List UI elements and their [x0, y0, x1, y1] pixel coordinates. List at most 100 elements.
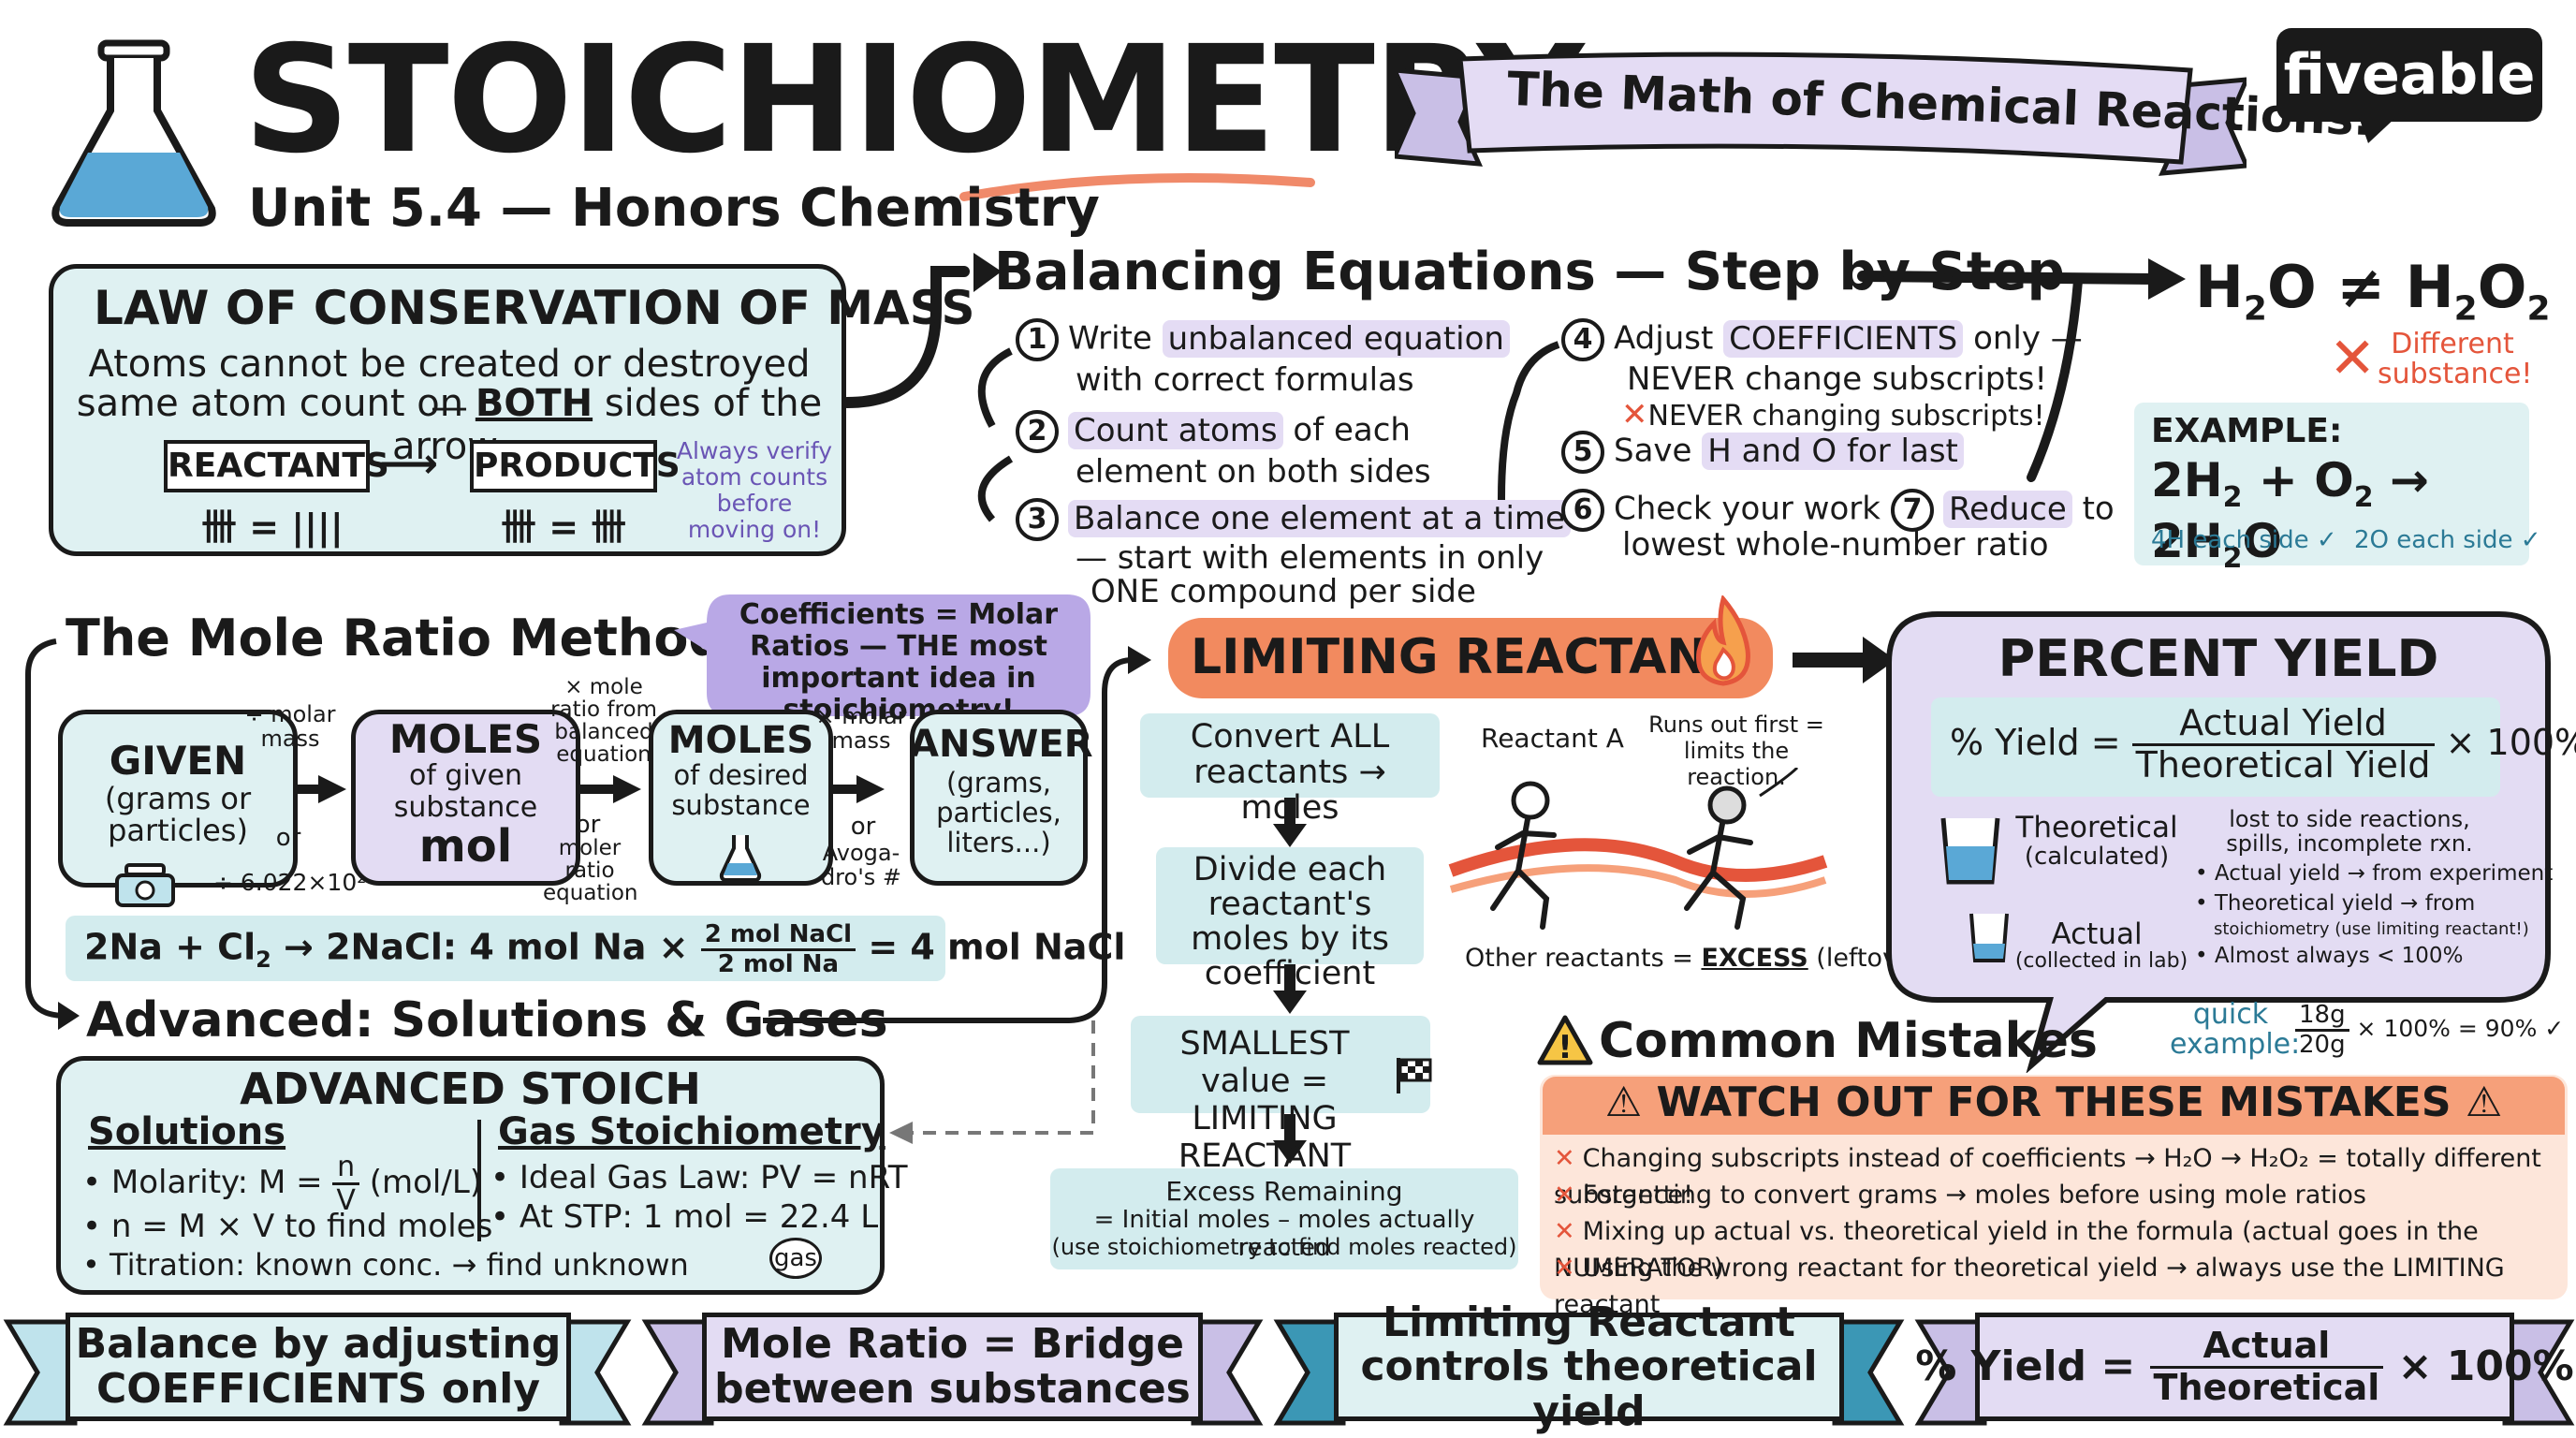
tally-left: 卌 = ||||	[201, 506, 344, 548]
gas-tag: gas	[769, 1238, 822, 1279]
given-label: GIVEN	[109, 738, 247, 784]
arrow-icon: ⟶	[379, 440, 439, 488]
warning-icon: ⚠	[2451, 1078, 2503, 1126]
example-left-check: 4H each side ✓	[2151, 526, 2337, 554]
excess-line1: = Initial moles – moles actually reacted	[1093, 1206, 1475, 1262]
example-label: EXAMPLE:	[2151, 412, 2343, 450]
beaker-theoretical-icon	[1938, 813, 2003, 891]
n-line: • n = M × V to find moles	[82, 1208, 493, 1245]
op-or: or	[575, 811, 601, 839]
step-number: 5	[1561, 431, 1604, 474]
page-title: STOICHIOMETRY	[243, 14, 1584, 186]
different-substance-note: Different substance!	[2378, 328, 2533, 390]
products-label: PRODUCTS	[470, 440, 681, 492]
step-number: 3	[1016, 498, 1059, 541]
reactant-a-label: Reactant A	[1481, 723, 1624, 754]
given-box	[58, 710, 298, 888]
arrow-step-1-2	[977, 347, 1013, 428]
theoretical-sub: (calculated)	[2024, 843, 2170, 871]
x-icon: ✕	[2329, 326, 2377, 391]
molar-ratio-bubble: Coefficients = Molar Ratios — THE most i…	[739, 598, 1059, 726]
advanced-box	[56, 1056, 885, 1295]
x-icon: ✕	[1554, 1181, 1575, 1210]
mole-ratio-title: The Mole Ratio Method	[66, 609, 725, 668]
balancing-title: Balancing Equations — Step by Step	[994, 242, 2065, 302]
moles-given-label: MOLES	[388, 716, 543, 762]
answer-label: ANSWER	[910, 723, 1093, 766]
percent-title: PERCENT YIELD	[1998, 629, 2439, 688]
small-flask-icon	[719, 831, 762, 886]
op-mole-ratio: × mole ratio from balanced equation	[550, 675, 657, 767]
excess-line2: (use stoichiometry to find moles reacted…	[1051, 1234, 1517, 1260]
molar-ratio-bubble-shape	[674, 594, 1090, 716]
runs-out-note: Runs out first = limits the reaction.	[1648, 712, 1824, 790]
step-number: 7	[1891, 489, 1934, 532]
advanced-divider	[477, 1120, 481, 1241]
beaker-actual-icon	[1968, 910, 2011, 968]
footer-banner-coefficients: Balance by adjusting COEFFICIENTS only	[66, 1313, 571, 1421]
mistake-item: ✕Using the wrong reactant for theoretica…	[1554, 1254, 2505, 1319]
runners-illustration	[1448, 768, 1828, 930]
arrowhead	[1128, 646, 1151, 674]
arrowhead	[613, 775, 641, 803]
op-moler-ratio: moler ratio equation	[543, 836, 638, 905]
dashed-arrow-to-advanced	[903, 1020, 1095, 1135]
example-box	[2134, 403, 2529, 565]
limiting-title-box	[1168, 618, 1773, 698]
checkered-flag-icon	[1395, 1056, 1434, 1099]
limiting-step1: Convert ALL reactants → moles	[1140, 713, 1440, 826]
other-reactants-note: Other reactants = EXCESS (leftover).	[1465, 944, 1941, 973]
op-divide-molar-mass: ÷ molar mass	[244, 701, 336, 752]
arrowhead	[856, 775, 885, 803]
op-times-molar-mass: × molar mass	[815, 703, 907, 754]
op-or: or	[850, 813, 876, 841]
limiting-title: LIMITING REACTANT	[1191, 629, 1741, 685]
footer-banner-limiting: Limiting Reactant controls theoretical y…	[1334, 1299, 1844, 1433]
example-equation: 2H2 + O2 → 2H2O	[2151, 453, 2429, 575]
theoretical-label: Theoretical	[2015, 811, 2178, 844]
advanced-title: ADVANCED STOICH	[240, 1064, 701, 1114]
step-7-line2: lowest whole-number ratio	[1622, 526, 2049, 564]
example-right-check: 2O each side ✓	[2354, 526, 2541, 554]
mistakes-heading: Common Mistakes	[1599, 1013, 2098, 1069]
flask-icon	[45, 36, 223, 232]
conservation-line1: Atoms cannot be created or destroyed —	[88, 343, 811, 429]
reactants-label: REACTANTS	[164, 440, 389, 492]
mistake-item: ✕Forgetting to convert grams → moles bef…	[1554, 1181, 2366, 1210]
warning-icon: !	[1537, 1015, 1593, 1069]
step-number: 2	[1016, 410, 1059, 453]
step-number: 1	[1016, 318, 1059, 361]
scale-icon	[112, 861, 178, 912]
arrowhead	[1273, 824, 1307, 847]
actual-sub: (collected in lab)	[2014, 949, 2188, 973]
arrow-step-2-3	[977, 455, 1014, 522]
conservation-title: LAW OF CONSERVATION OF MASS	[94, 281, 975, 335]
logo-tail	[2359, 117, 2396, 143]
page-subtitle: Unit 5.4 — Honors Chemistry	[248, 178, 1100, 239]
svg-text:!: !	[1558, 1029, 1573, 1065]
step-number: 6	[1561, 489, 1604, 532]
footer-banner-mole-ratio: Mole Ratio = Bridge between substances	[702, 1313, 1203, 1421]
limiting-step2: Divide each reactant's moles by its coef…	[1156, 847, 1424, 991]
ideal-gas-line: • Ideal Gas Law: PV = nRT	[490, 1159, 908, 1196]
verify-note: Always verify atom counts before moving …	[676, 437, 833, 543]
quick-example-label: quick example:	[2170, 998, 2301, 1061]
actual-label: Actual	[2051, 917, 2143, 951]
answer-sub: (grams, particles, liters...)	[936, 767, 1061, 858]
x-icon: ✕	[1554, 1217, 1575, 1246]
answer-box	[910, 710, 1088, 886]
op-or: or	[275, 824, 301, 852]
mole-example-equation: 2Na + Cl2 → 2NaCl: 4 mol Na × 2 mol NaCl…	[84, 920, 1126, 978]
x-icon: ✕	[1621, 396, 1648, 433]
given-sub: (grams or particles)	[104, 781, 252, 848]
percent-bullet-2-sub: stoichiometry (use limiting reactant!)	[2214, 919, 2529, 939]
op-avogadro: Avoga-dro's #	[820, 840, 902, 890]
mistakes-banner: ⚠ WATCH OUT FOR THESE MISTAKES ⚠	[1604, 1078, 2503, 1126]
percent-bullet-3: • Almost always < 100%	[2195, 944, 2464, 968]
